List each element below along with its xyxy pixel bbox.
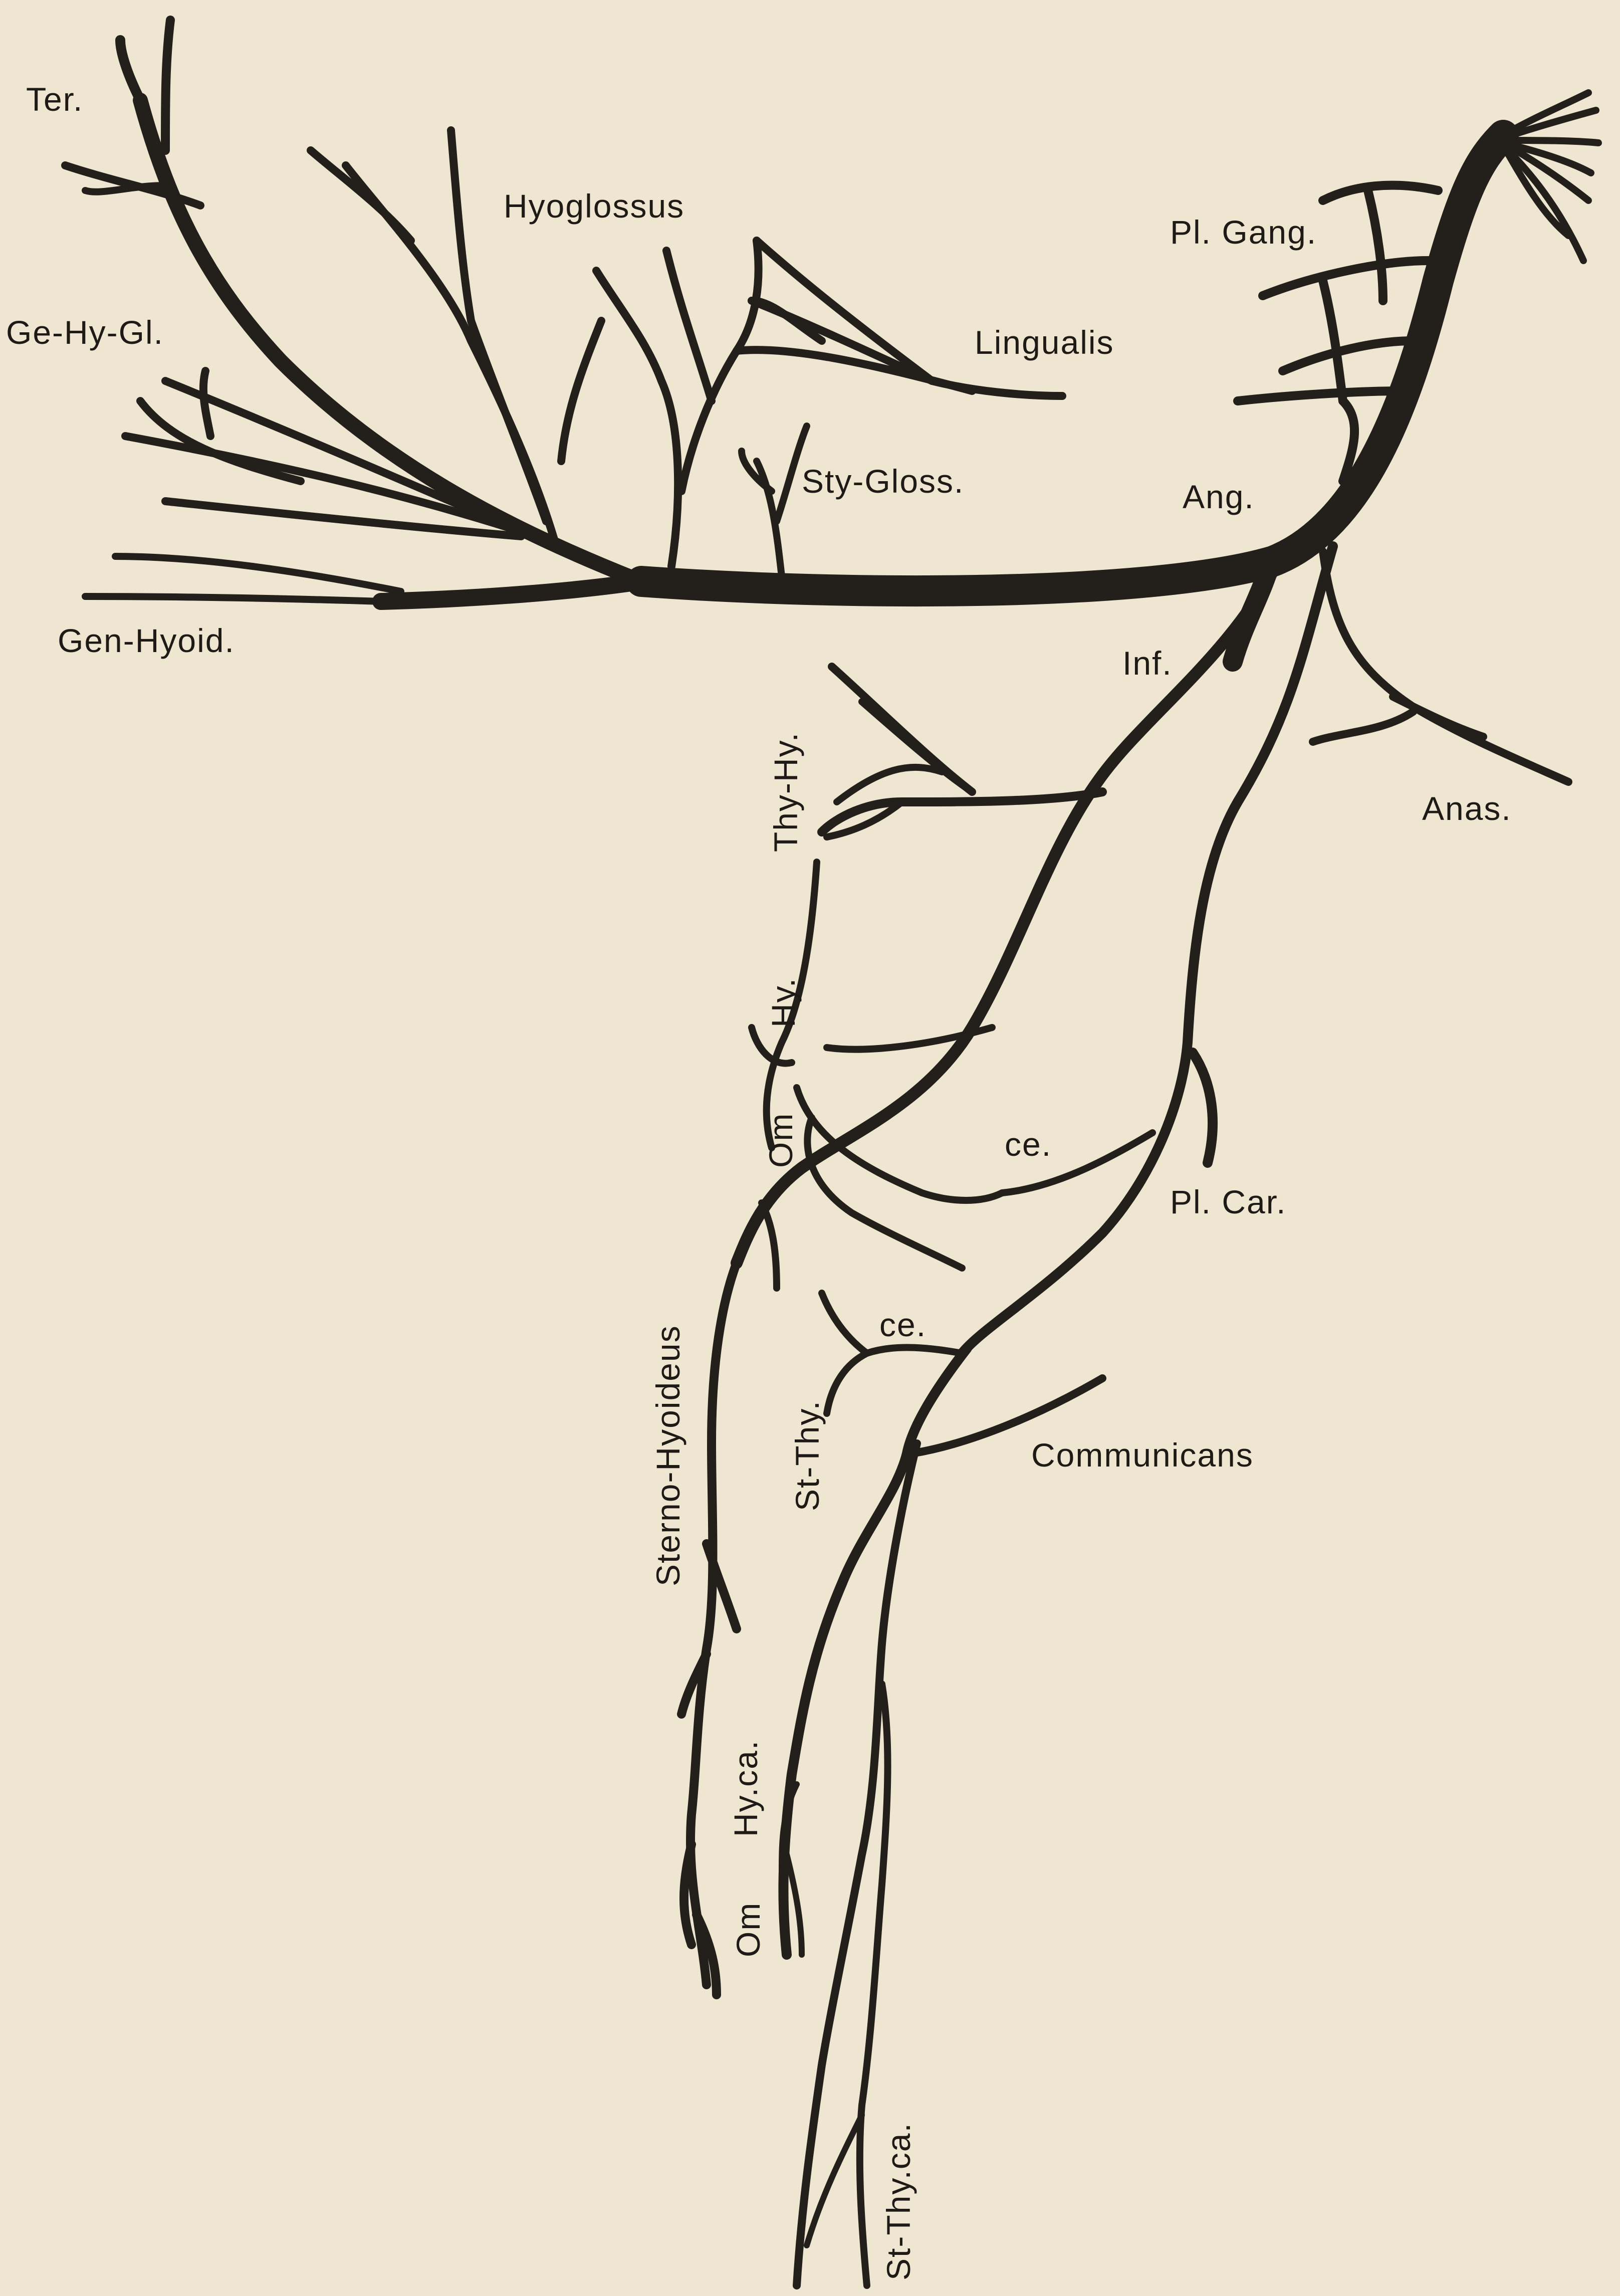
sty-gloss-branches — [742, 426, 807, 576]
label-hyoglossus: Hyoglossus — [504, 189, 684, 223]
ganglion-fan — [1503, 93, 1598, 261]
sterno-hyoideus-branch — [681, 1263, 737, 1995]
label-ang: Ang. — [1183, 480, 1255, 513]
label-sterno-hyoideus: Sterno-Hyoideus — [651, 1325, 684, 1586]
label-ce-upper: ce. — [1005, 1128, 1052, 1161]
label-gen-hyoid: Gen-Hyoid. — [58, 624, 235, 657]
label-hy: Hy. — [767, 977, 800, 1027]
label-inf: Inf. — [1122, 647, 1173, 680]
label-sty-gloss: Sty-Gloss. — [802, 465, 964, 498]
label-thy-hy: Thy-Hy. — [769, 732, 802, 852]
terminal-branches — [65, 20, 641, 581]
label-st-thy: St-Thy. — [791, 1400, 824, 1511]
label-st-thy-ca: St-Thy.ca. — [882, 2122, 915, 2280]
label-hy-ca: Hy.ca. — [729, 1740, 762, 1837]
label-communicans: Communicans — [1031, 1438, 1254, 1472]
gen-hyoid-branches — [85, 556, 401, 601]
main-trunk-taper — [381, 581, 641, 601]
label-anas: Anas. — [1422, 792, 1512, 825]
label-ter: Ter. — [26, 83, 83, 116]
lower-descending-branches — [782, 1348, 1102, 2285]
label-om-lower: Om — [732, 1902, 765, 1957]
label-pl-gang: Pl. Gang. — [1170, 216, 1317, 249]
anas-branches — [1313, 551, 1568, 782]
label-ge-hy-gl: Ge-Hy-Gl. — [6, 316, 164, 349]
label-lingualis: Lingualis — [975, 326, 1114, 359]
label-om-upper: Om — [764, 1113, 797, 1168]
thy-hy-branches — [837, 702, 972, 802]
label-ce-lower: ce. — [879, 1308, 927, 1341]
hy-om-branches — [752, 862, 1152, 1288]
label-pl-car: Pl. Car. — [1170, 1185, 1286, 1218]
